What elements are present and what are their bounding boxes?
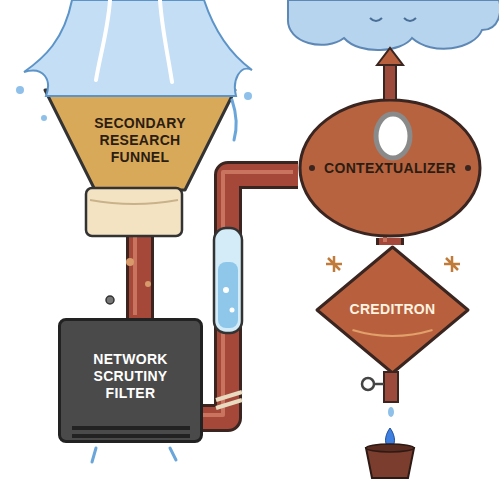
porthole [376, 114, 410, 158]
knob-spike [326, 256, 342, 272]
node-label: SECONDARY RESEARCH FUNNEL [90, 115, 190, 166]
water-drop [16, 86, 24, 94]
knob-spike [444, 256, 460, 272]
pipe-body [379, 238, 401, 245]
bubble [223, 287, 229, 293]
pipe-body [129, 195, 151, 318]
funnel-rim [51, 94, 229, 97]
bucket [366, 448, 414, 478]
pipe-outline [376, 238, 404, 245]
tank-shape [300, 100, 480, 236]
cloud-eye [370, 18, 416, 21]
water-drop [41, 115, 47, 121]
valve-wheel [362, 378, 374, 390]
pipe-highlight [198, 172, 293, 415]
cloud [288, 0, 499, 50]
collar-fold [90, 200, 178, 204]
chimney-tip [377, 48, 403, 65]
water-drip [232, 100, 236, 140]
chimney [384, 62, 396, 100]
pipe-body [203, 175, 298, 418]
funnel-node: SECONDARY RESEARCH FUNNEL [45, 85, 235, 195]
water-stream [24, 0, 252, 96]
funnel-collar [86, 188, 182, 236]
drip-pipe [384, 372, 398, 402]
funnel-shape [45, 90, 235, 190]
glass-window [214, 228, 242, 333]
node-label: NETWORK SCRUTINY FILTER [69, 351, 192, 402]
flame [386, 428, 395, 448]
node-label: CONTEXTUALIZER [308, 160, 472, 177]
diamond-shape [317, 247, 468, 373]
decision-diamond: CREDITRON [315, 245, 470, 375]
bubble [230, 308, 235, 313]
rust-spot [145, 281, 151, 287]
water-drop [244, 92, 252, 100]
pipe-connector [198, 172, 298, 418]
valve-stem [374, 383, 384, 386]
water-highlight [96, 0, 172, 82]
pipe-bandage [216, 392, 242, 408]
rust-spot [126, 258, 134, 266]
water-level [218, 262, 238, 328]
pipe-connector [135, 192, 140, 318]
diamond-trim [353, 330, 433, 336]
rivet [309, 165, 315, 171]
node-label: CREDITRON [325, 301, 460, 318]
pipe-outline [203, 175, 298, 418]
bucket-rim [366, 444, 414, 452]
tank-node: CONTEXTUALIZER [298, 98, 482, 238]
water-drop [388, 407, 394, 417]
water-drip [92, 448, 176, 462]
pipe-knob [106, 296, 114, 304]
process-box: NETWORK SCRUTINY FILTER [58, 318, 203, 443]
pipe-highlight [133, 192, 137, 315]
pipe-outline [126, 195, 154, 318]
rivet [465, 165, 471, 171]
